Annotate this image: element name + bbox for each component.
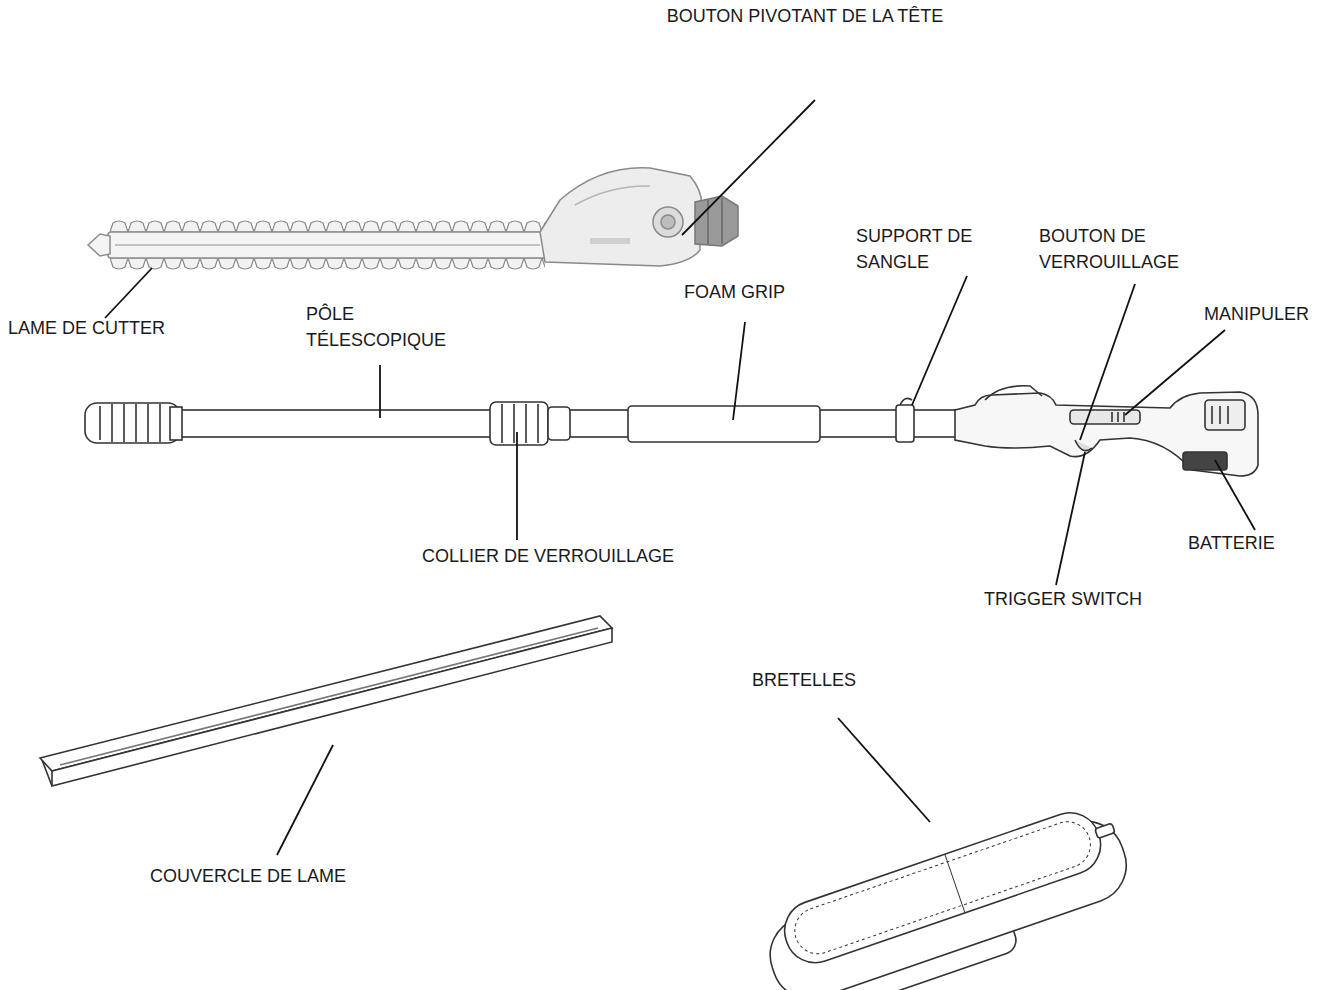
trimmer-head bbox=[88, 168, 738, 270]
part-label: BOUTON PIVOTANT DE LA TÊTE bbox=[665, 3, 945, 29]
part-label: PÔLE TÉLESCOPIQUE bbox=[306, 301, 476, 353]
part-label: BOUTON DE VERROUILLAGE bbox=[1039, 223, 1209, 275]
part-label: SUPPORT DE SANGLE bbox=[856, 223, 986, 275]
part-label: COUVERCLE DE LAME bbox=[150, 863, 410, 889]
part-label: FOAM GRIP bbox=[684, 279, 824, 305]
part-label: LAME DE CUTTER bbox=[8, 315, 208, 341]
part-label: COLLIER DE VERROUILLAGE bbox=[422, 543, 742, 569]
part-label: BRETELLES bbox=[752, 667, 902, 693]
part-label: MANIPULER bbox=[1204, 301, 1328, 327]
leader-lines bbox=[105, 100, 1255, 855]
part-label: TRIGGER SWITCH bbox=[984, 586, 1204, 612]
harness bbox=[756, 799, 1143, 990]
part-label: BATTERIE bbox=[1188, 530, 1318, 556]
